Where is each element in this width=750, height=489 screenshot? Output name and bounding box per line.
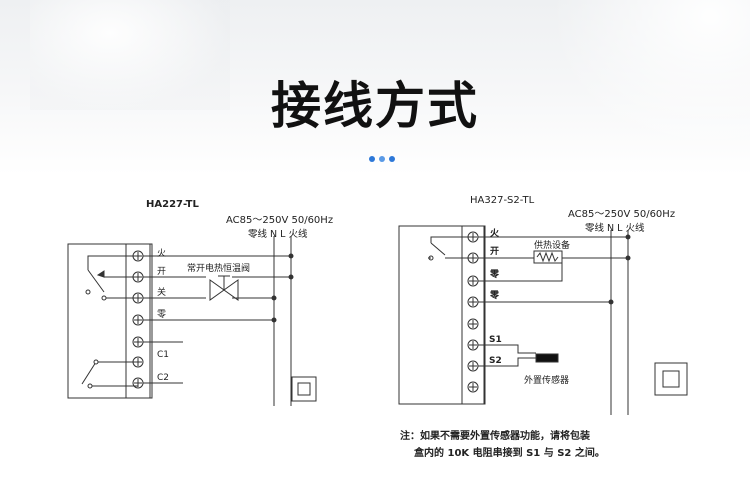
- left-neutral-live-label: 零线 N L 火线: [248, 228, 308, 240]
- left-terminal-close: 关: [157, 286, 166, 298]
- pagination-dots: [369, 156, 395, 162]
- valve-icon: [209, 275, 239, 301]
- left-terminal-c2: C2: [157, 373, 169, 383]
- left-relay-switch: [87, 255, 138, 293]
- right-terminal-s2: S2: [489, 356, 502, 366]
- right-terminal-block: [461, 225, 485, 405]
- left-terminals: [132, 250, 144, 389]
- background-highlight: [550, 0, 750, 160]
- right-device-icon: [654, 362, 688, 396]
- right-model-label: HA327-S2-TL: [470, 195, 535, 206]
- sensor-icon: [535, 353, 559, 363]
- left-terminal-block: [125, 243, 151, 399]
- right-terminal-s1: S1: [489, 335, 502, 345]
- wiring-note: 注：如果不需要外置传感器功能，请将包装 盒内的 10K 电阻串接到 S1 与 S…: [400, 428, 605, 462]
- left-terminal-neutral: 零: [157, 309, 166, 320]
- dot: [389, 156, 395, 162]
- left-thermostat-body: [67, 243, 153, 399]
- right-terminals: [467, 231, 479, 393]
- right-terminal-neutral-2: 零: [489, 290, 500, 301]
- right-power-label: AC85～250V 50/60Hz: [568, 209, 675, 220]
- left-aux-switch: [81, 361, 138, 387]
- right-thermostat-body: [398, 225, 486, 405]
- sensor-leads: [478, 344, 536, 367]
- note-line-2: 盒内的 10K 电阻串接到 S1 与 S2 之间。: [414, 448, 605, 459]
- right-terminal-neutral-1: 零: [489, 269, 500, 280]
- dot: [379, 156, 385, 162]
- right-terminal-open: 开: [490, 246, 499, 257]
- page-title: 接线方式: [271, 77, 479, 135]
- left-diagram: [67, 236, 317, 406]
- left-power-label: AC85～250V 50/60Hz: [226, 215, 333, 226]
- heater-label: 供热设备: [534, 239, 570, 251]
- right-terminal-live: 火: [490, 228, 500, 239]
- left-model-label: HA227-TL: [146, 199, 199, 210]
- dot: [369, 156, 375, 162]
- background-decoration: [30, 0, 230, 110]
- heater-icon: [533, 250, 563, 264]
- left-terminal-open: 开: [157, 266, 166, 277]
- right-diagram: [398, 225, 688, 415]
- right-neutral-live-label: 零线 N L 火线: [585, 222, 645, 234]
- left-device-icon: [291, 376, 317, 402]
- left-terminal-c1: C1: [157, 350, 169, 360]
- note-line-1: 注：如果不需要外置传感器功能，请将包装: [400, 431, 590, 442]
- left-terminal-live: 火: [157, 248, 166, 259]
- valve-label: 常开电热恒温阀: [187, 262, 250, 274]
- sensor-label: 外置传感器: [524, 374, 569, 386]
- right-relay-switch: [430, 236, 473, 256]
